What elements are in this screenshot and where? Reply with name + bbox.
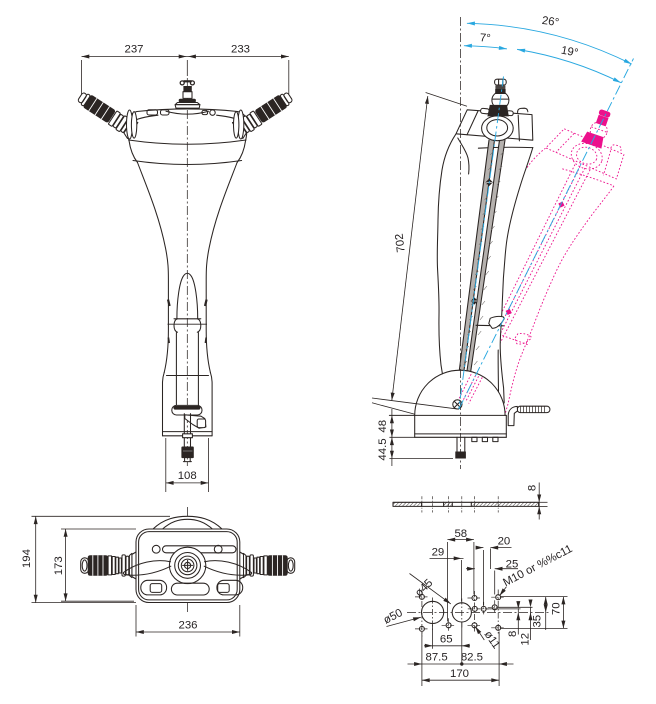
svg-text:233: 233 [231,43,250,55]
svg-text:65: 65 [440,634,453,646]
svg-text:8: 8 [527,485,539,491]
svg-text:20: 20 [498,535,511,547]
svg-text:26°: 26° [541,15,560,29]
svg-text:35: 35 [532,615,544,628]
svg-text:236: 236 [178,620,197,632]
svg-text:48: 48 [377,420,389,433]
svg-text:194: 194 [21,549,33,568]
svg-text:58: 58 [454,528,467,540]
svg-text:25: 25 [506,558,519,570]
svg-text:70: 70 [551,602,563,615]
svg-text:82.5: 82.5 [461,651,483,663]
svg-text:8: 8 [507,631,519,637]
svg-text:7°: 7° [479,32,491,45]
svg-text:702: 702 [394,233,408,253]
svg-text:237: 237 [124,43,143,55]
svg-text:170: 170 [450,668,469,680]
svg-text:12: 12 [520,633,532,646]
svg-text:108: 108 [178,470,197,482]
svg-text:87.5: 87.5 [426,651,448,663]
svg-text:173: 173 [53,556,65,575]
svg-text:19°: 19° [560,45,579,60]
svg-text:29: 29 [432,546,445,558]
svg-text:44.5: 44.5 [377,438,389,460]
